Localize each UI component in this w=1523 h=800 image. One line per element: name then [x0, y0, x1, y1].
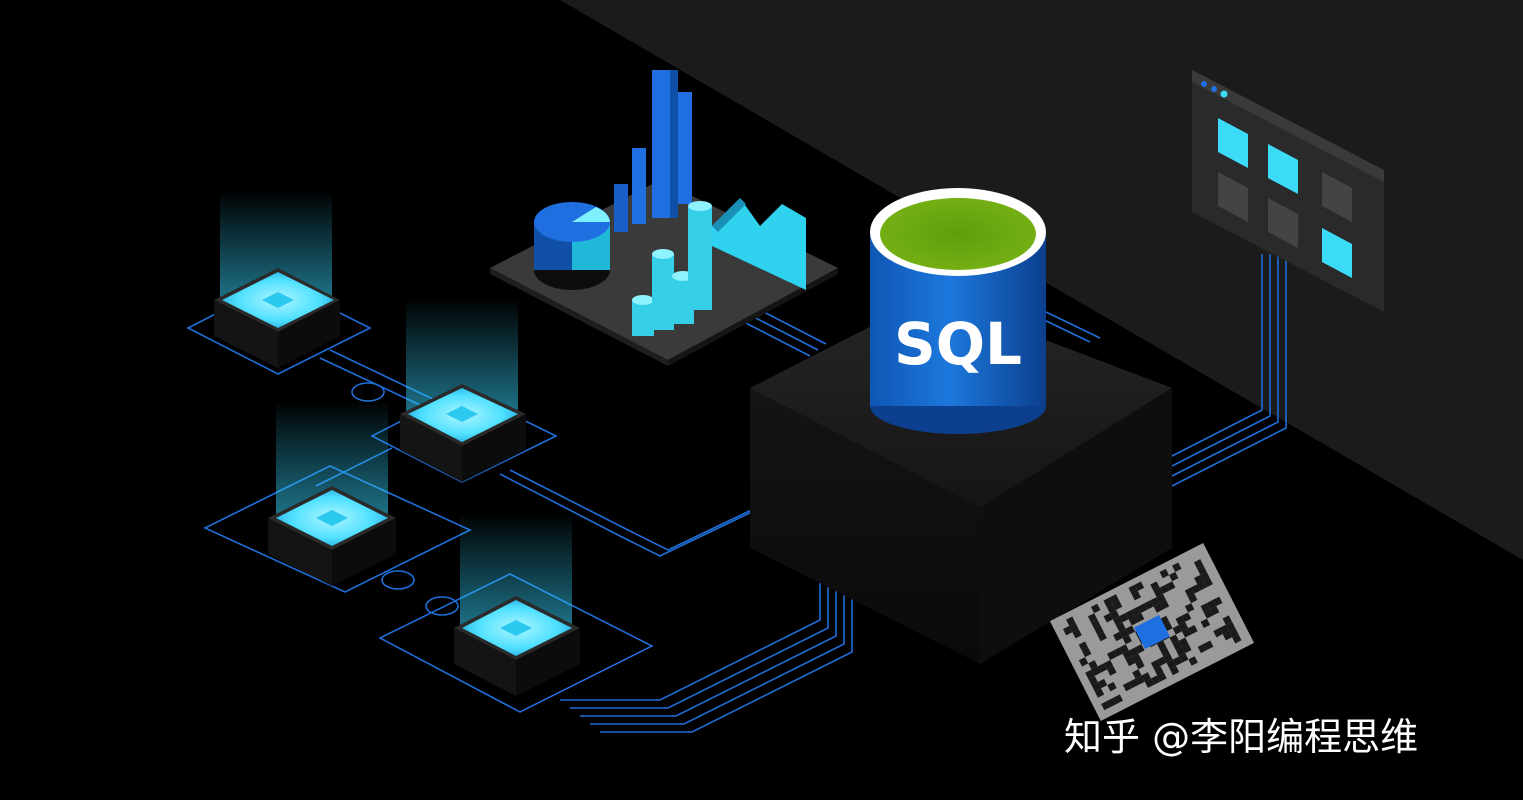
chart-platform-icon	[490, 70, 838, 366]
app-window-icon	[1192, 70, 1384, 312]
watermark-platform: 知乎	[1064, 715, 1141, 759]
glow-tile-4	[454, 512, 580, 696]
sql-database-icon: SQL	[870, 188, 1046, 434]
watermark-handle: @李阳编程思维	[1152, 715, 1419, 759]
glow-tile-3	[268, 400, 396, 586]
watermark: 知乎 @李阳编程思维	[1064, 706, 1418, 761]
sql-label: SQL	[894, 310, 1022, 378]
glow-tile-2	[400, 298, 526, 482]
glow-tile-1	[214, 190, 340, 368]
qr-code-icon	[1049, 543, 1255, 721]
